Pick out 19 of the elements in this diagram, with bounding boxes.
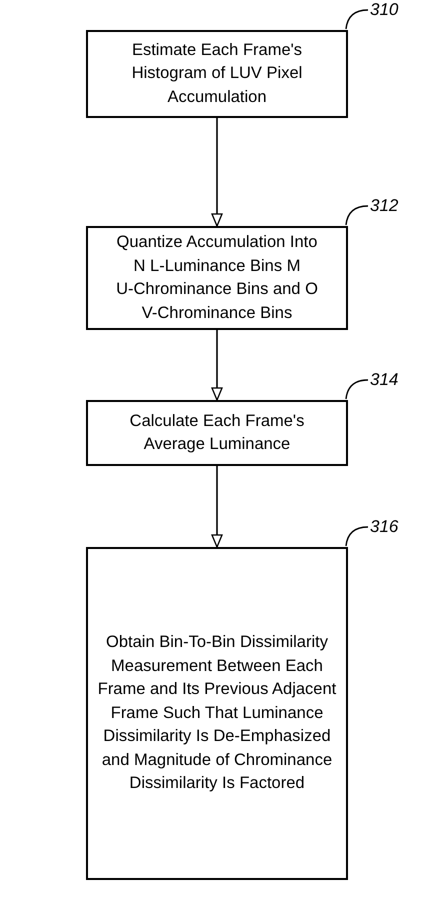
arrow <box>211 330 223 401</box>
reference-number: 310 <box>370 0 398 20</box>
reference-number: 312 <box>370 196 398 216</box>
reference-number: 316 <box>370 517 398 537</box>
box-text: Calculate Each Frame's Average Luminance <box>128 410 306 455</box>
leader-line <box>345 526 368 546</box>
box-text: Obtain Bin-To-Bin Dissimilarity Measurement Between Each Frame and Its Previous Adjacent Frame Such That Luminance Dissimilarity Is De-Emphasized and Magnitude of Chrominance Dissimilarity Is Factored <box>96 632 338 794</box>
leader-line <box>345 205 368 226</box>
box-text: Estimate Each Frame's Histogram of LUV Pixel Accumulation <box>130 40 304 108</box>
leader-line <box>345 379 368 400</box>
box-text: Quantize Accumulation Into N L-Luminance Bins M U-Chrominance Bins and O V-Chrominance Bins <box>115 232 319 324</box>
reference-number: 314 <box>370 370 398 390</box>
process-box <box>86 547 348 880</box>
arrow <box>211 118 223 227</box>
process-box <box>86 30 348 118</box>
arrow <box>211 466 223 548</box>
process-box <box>86 226 348 330</box>
process-box <box>86 400 348 466</box>
leader-line <box>345 9 368 30</box>
